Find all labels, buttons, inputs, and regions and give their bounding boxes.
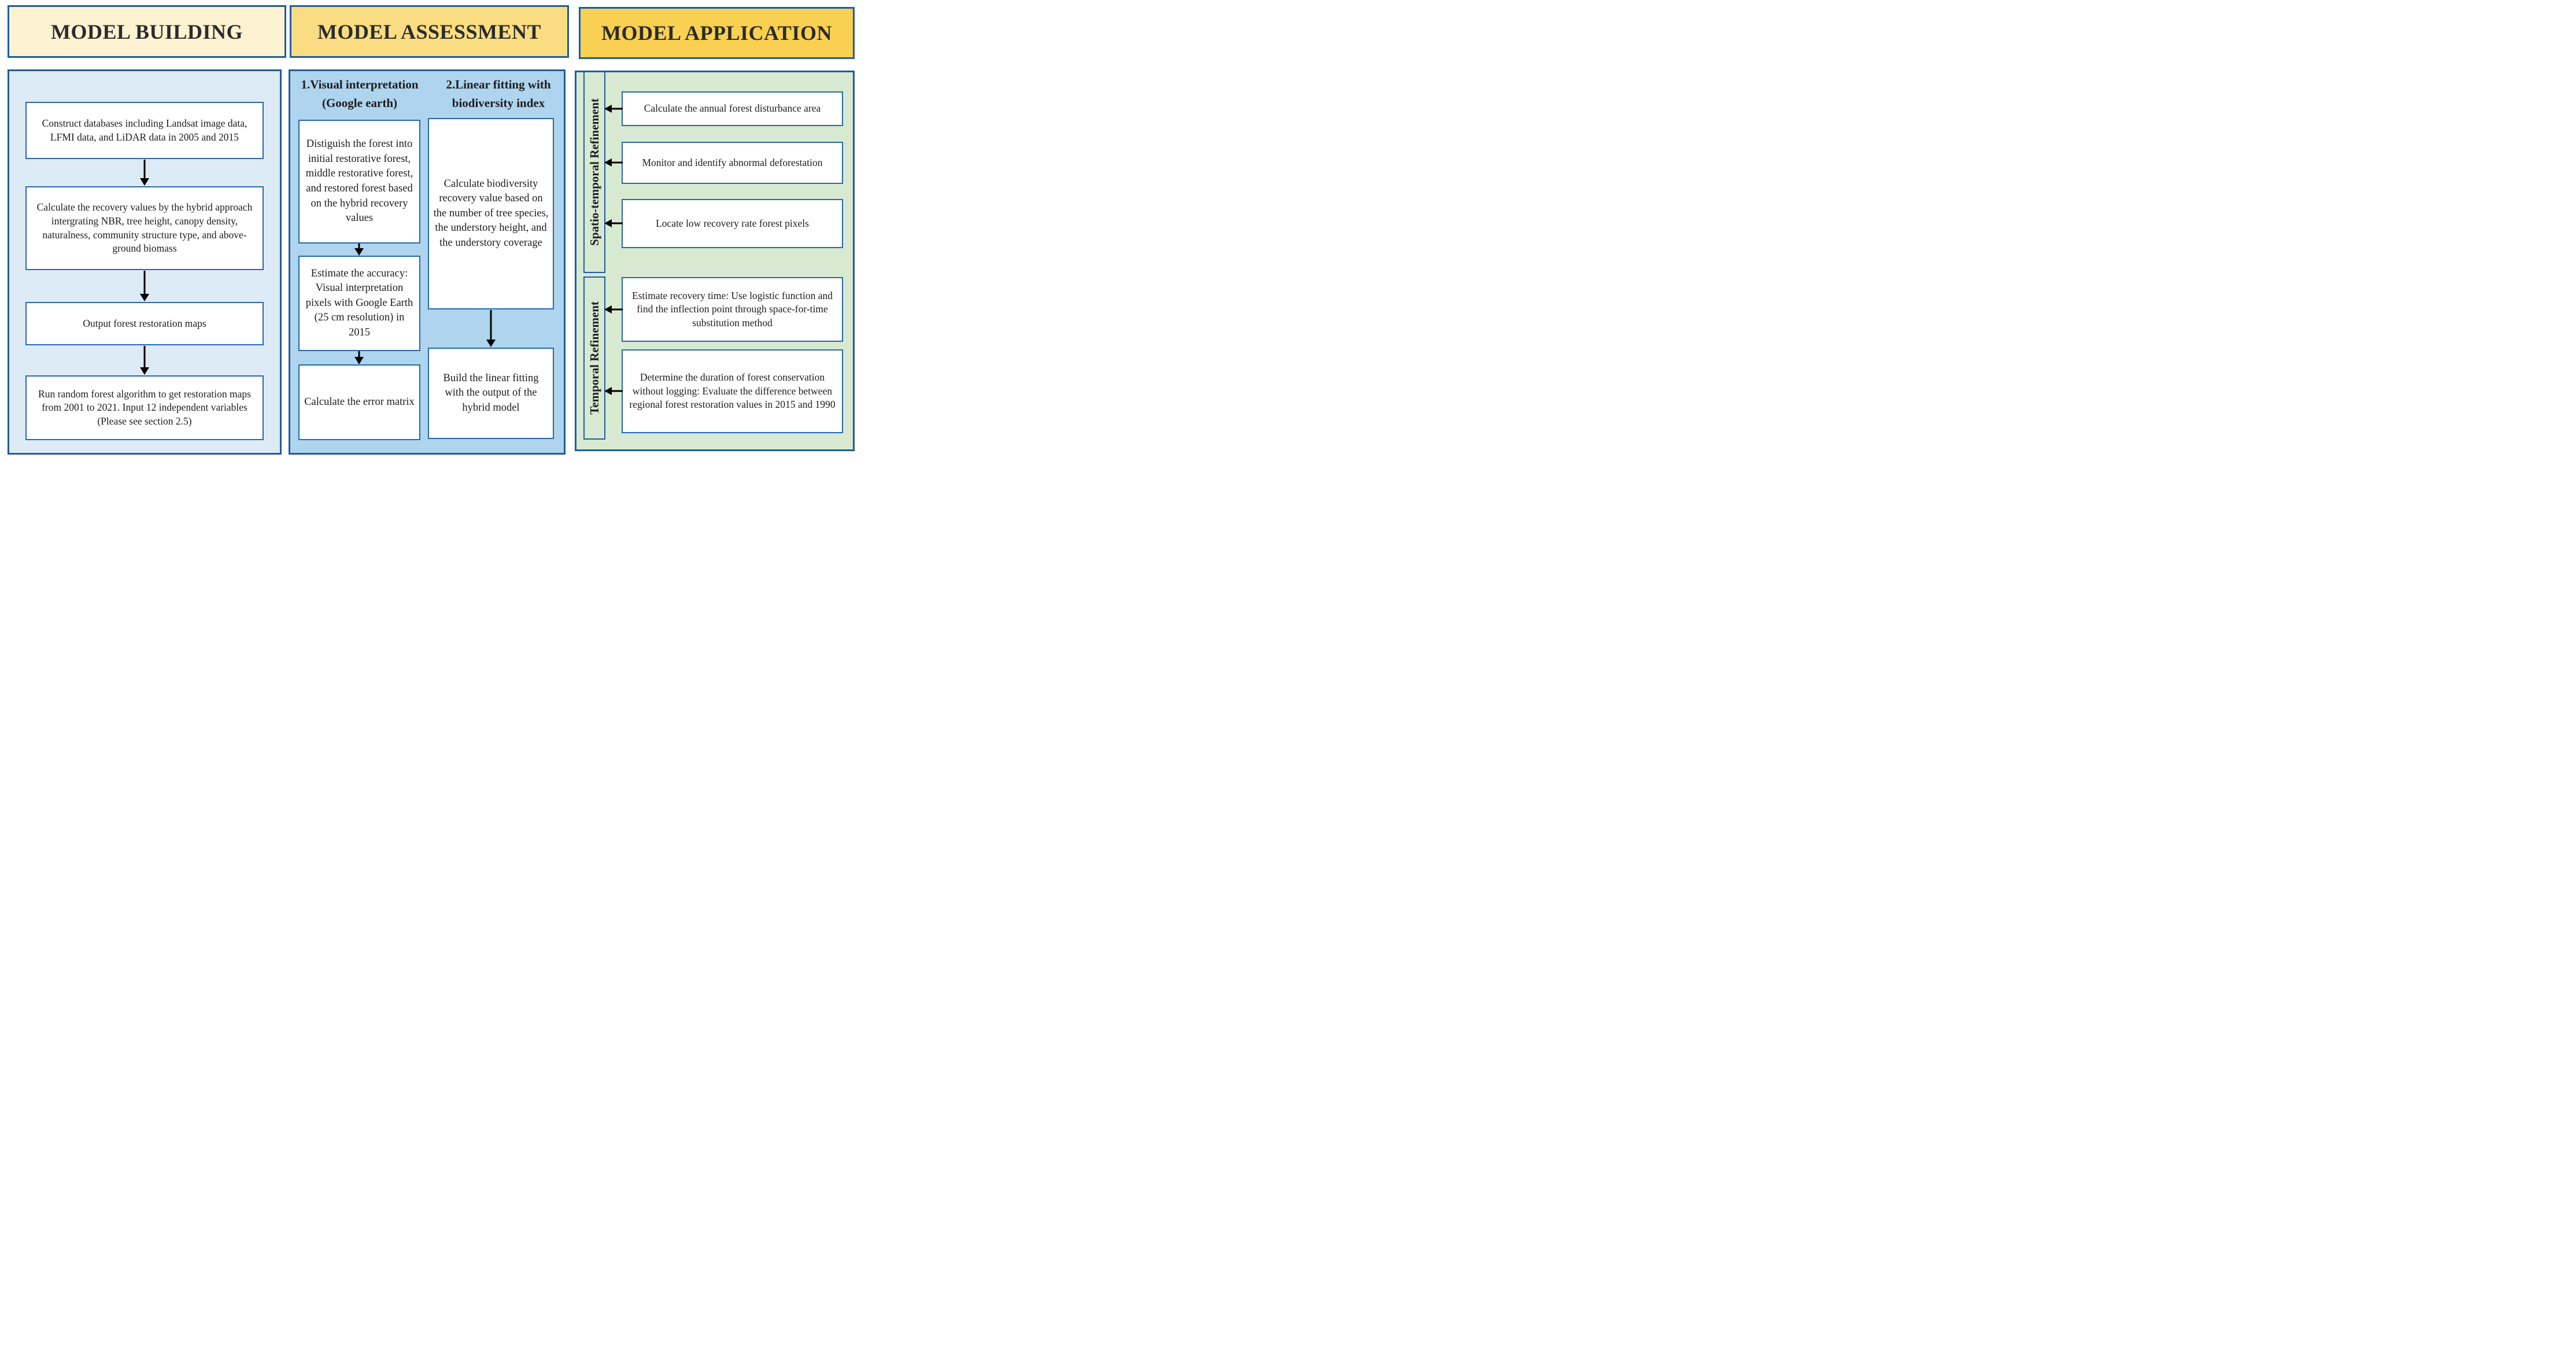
application-temporal-step-1: Estimate recovery time: Use logistic fun… [622, 277, 843, 342]
assessment-linear-title-line2: biodiversity index [452, 95, 545, 110]
arrow-down-icon [139, 160, 150, 186]
spatio-temporal-refinement-label-box: Spatio-temporal Refinement [583, 71, 605, 273]
header-model-assessment: MODEL ASSESSMENT [290, 5, 569, 58]
application-spatio-step-2: Monitor and identify abnormal deforestat… [622, 142, 843, 184]
header-model-building-label: MODEL BUILDING [50, 20, 243, 43]
arrow-left-icon [604, 385, 623, 397]
building-step-4: Run random forest algorithm to get resto… [25, 375, 264, 440]
spatio-temporal-refinement-label: Spatio-temporal Refinement [587, 98, 601, 246]
application-spatio-step-1: Calculate the annual forest disturbance … [622, 91, 843, 126]
assessment-visual-title: 1.Visual interpretation (Google earth) [290, 76, 429, 112]
building-step-1: Construct databases including Landsat im… [25, 102, 264, 159]
arrow-down-icon [485, 310, 497, 347]
arrow-down-icon [353, 351, 365, 364]
arrow-down-icon [353, 244, 365, 256]
header-model-building: MODEL BUILDING [8, 5, 286, 58]
assessment-linear-step-2: Build the linear fitting with the output… [428, 348, 554, 439]
building-step-3: Output forest restoration maps [25, 302, 264, 345]
temporal-refinement-label-box: Temporal Refinement [583, 276, 605, 440]
application-spatio-step-3: Locate low recovery rate forest pixels [622, 199, 843, 248]
assessment-linear-title: 2.Linear fitting with biodiversity index [429, 76, 568, 112]
temporal-refinement-label: Temporal Refinement [587, 301, 601, 415]
flowchart-canvas: MODEL BUILDING MODEL ASSESSMENT MODEL AP… [0, 0, 859, 458]
arrow-left-icon [604, 304, 623, 315]
assessment-visual-step-2: Estimate the accuracy: Visual interpreta… [298, 256, 420, 351]
application-temporal-step-2: Determine the duration of forest conserv… [622, 349, 843, 433]
header-model-assessment-label: MODEL ASSESSMENT [317, 20, 542, 43]
assessment-visual-step-1: Distiguish the forest into initial resto… [298, 120, 420, 244]
header-model-application-label: MODEL APPLICATION [601, 21, 832, 45]
assessment-visual-title-line2: (Google earth) [321, 95, 398, 110]
arrow-left-icon [604, 217, 623, 229]
assessment-linear-step-1: Calculate biodiversity recovery value ba… [428, 118, 554, 309]
arrow-down-icon [139, 271, 150, 301]
assessment-visual-step-3: Calculate the error matrix [298, 364, 420, 440]
arrow-left-icon [604, 157, 623, 168]
building-step-2: Calculate the recovery values by the hyb… [25, 186, 264, 270]
arrow-down-icon [139, 346, 150, 375]
header-model-application: MODEL APPLICATION [579, 7, 855, 59]
assessment-visual-title-line1: 1.Visual interpretation [301, 78, 419, 91]
arrow-left-icon [604, 103, 623, 115]
assessment-linear-title-line1: 2.Linear fitting with [446, 78, 551, 91]
